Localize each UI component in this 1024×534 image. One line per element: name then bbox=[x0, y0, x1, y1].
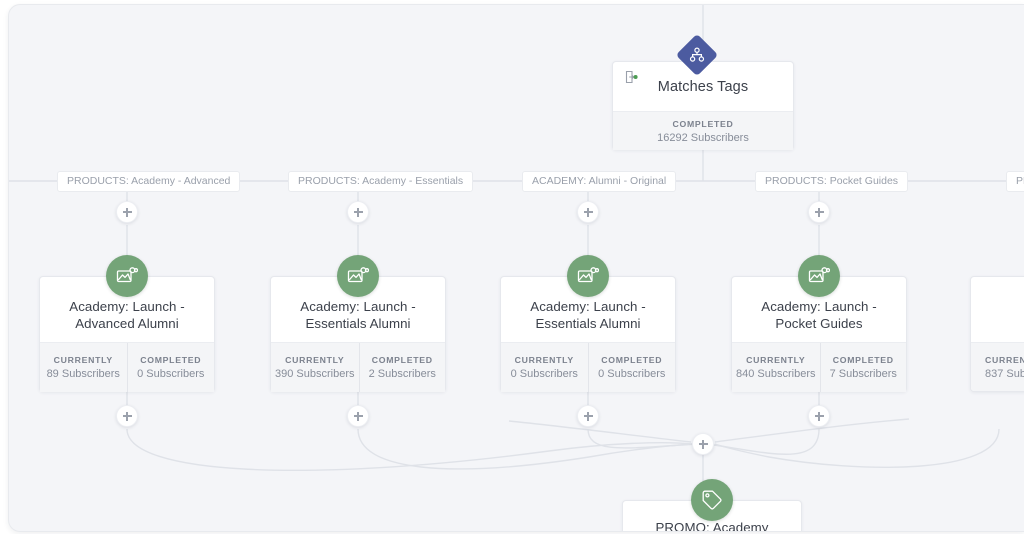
hierarchy-icon bbox=[675, 33, 719, 77]
connector-wires bbox=[9, 5, 1024, 500]
broadcast-email-icon bbox=[567, 255, 609, 297]
stat-label: COMPLETED bbox=[832, 355, 894, 365]
stat-completed: COMPLETED 0 Subscribers bbox=[587, 343, 676, 392]
add-step-button-junction[interactable] bbox=[692, 433, 714, 455]
email-card-title: Academy: Launch - Advanced Alumni bbox=[69, 298, 185, 331]
broadcast-email-icon bbox=[337, 255, 379, 297]
email-card-title: Academy: Launch - Essentials Alumni bbox=[530, 298, 646, 331]
trigger-title: Matches Tags bbox=[657, 78, 749, 95]
trigger-stats: COMPLETED 16292 Subscribers bbox=[613, 111, 793, 150]
add-step-button-after-card-1[interactable] bbox=[116, 405, 138, 427]
stat-currently: CURRENTLY 89 Subscribers bbox=[40, 343, 127, 392]
add-step-button-after-card-3[interactable] bbox=[577, 405, 599, 427]
stat-currently: CURRENTLY 840 Subscribers bbox=[732, 343, 820, 392]
stat-value: 840 Subscribers bbox=[736, 368, 816, 380]
stat-currently: CURRENTLY 0 Subscribers bbox=[501, 343, 588, 392]
branch-label-clipped[interactable]: PR bbox=[1006, 171, 1024, 192]
email-card-clipped[interactable]: Acad CURRENT 837 Subscr bbox=[970, 276, 1024, 392]
email-card-stats: CURRENTLY 89 Subscribers COMPLETED 0 Sub… bbox=[40, 342, 214, 392]
broadcast-email-icon bbox=[106, 255, 148, 297]
stat-completed: COMPLETED 7 Subscribers bbox=[819, 343, 907, 392]
stat-value: 837 Subscr bbox=[985, 368, 1024, 380]
stat-value: 89 Subscribers bbox=[46, 368, 120, 380]
stat-label: COMPLETED bbox=[672, 118, 734, 129]
promo-node-academy-launch[interactable]: PROMO: Academy Launch bbox=[622, 479, 802, 532]
stat-currently: CURRENT 837 Subscr bbox=[971, 343, 1024, 391]
promo-node-title: PROMO: Academy Launch bbox=[655, 520, 769, 532]
email-card-essentials-alumni-1[interactable]: Academy: Launch - Essentials Alumni CURR… bbox=[270, 255, 446, 392]
stat-label: CURRENT bbox=[985, 355, 1024, 365]
email-card-title: Academy: Launch - Essentials Alumni bbox=[300, 298, 416, 331]
tag-icon bbox=[691, 479, 733, 521]
automation-canvas[interactable]: Matches Tags COMPLETED 16292 Subscribers… bbox=[8, 4, 1024, 532]
add-step-button-after-card-2[interactable] bbox=[347, 405, 369, 427]
email-card-title: Academy: Launch - Pocket Guides bbox=[761, 298, 877, 331]
add-step-button-branch-3[interactable] bbox=[577, 201, 599, 223]
add-step-button-branch-2[interactable] bbox=[347, 201, 369, 223]
email-card-essentials-alumni-2[interactable]: Academy: Launch - Essentials Alumni CURR… bbox=[500, 255, 676, 392]
stat-label: CURRENTLY bbox=[514, 355, 574, 365]
branch-label-academy-alumni-original[interactable]: ACADEMY: Alumni - Original bbox=[522, 171, 677, 192]
stat-value: 7 Subscribers bbox=[829, 368, 897, 380]
document-status-icon bbox=[624, 70, 638, 84]
stat-label: COMPLETED bbox=[140, 355, 202, 365]
email-card-stats: CURRENTLY 0 Subscribers COMPLETED 0 Subs… bbox=[501, 342, 675, 392]
stat-label: CURRENTLY bbox=[285, 355, 345, 365]
stat-completed: COMPLETED 0 Subscribers bbox=[126, 343, 215, 392]
trigger-node-matches-tags[interactable]: Matches Tags COMPLETED 16292 Subscribers bbox=[612, 33, 794, 150]
stat-value: 0 Subscribers bbox=[137, 368, 205, 380]
stat-value: 0 Subscribers bbox=[510, 368, 578, 380]
email-card-advanced-alumni[interactable]: Academy: Launch - Advanced Alumni CURREN… bbox=[39, 255, 215, 392]
stat-completed: COMPLETED 2 Subscribers bbox=[358, 343, 446, 392]
stat-currently: CURRENTLY 390 Subscribers bbox=[271, 343, 359, 392]
stat-label: COMPLETED bbox=[601, 355, 663, 365]
add-step-button-branch-1[interactable] bbox=[116, 201, 138, 223]
add-step-button-after-card-4[interactable] bbox=[808, 405, 830, 427]
email-card-stats: CURRENT 837 Subscr bbox=[971, 342, 1024, 391]
stat-label: CURRENTLY bbox=[746, 355, 806, 365]
add-step-button-branch-4[interactable] bbox=[808, 201, 830, 223]
branch-label-products-academy-essentials[interactable]: PRODUCTS: Academy - Essentials bbox=[288, 171, 474, 192]
stat-value: 16292 Subscribers bbox=[657, 131, 749, 144]
broadcast-email-icon bbox=[798, 255, 840, 297]
stat-value: 2 Subscribers bbox=[368, 368, 436, 380]
email-card-pocket-guides[interactable]: Academy: Launch - Pocket Guides CURRENTL… bbox=[731, 255, 907, 392]
branch-label-products-academy-advanced[interactable]: PRODUCTS: Academy - Advanced bbox=[57, 171, 241, 192]
email-card-stats: CURRENTLY 840 Subscribers COMPLETED 7 Su… bbox=[732, 342, 906, 392]
email-card-stats: CURRENTLY 390 Subscribers COMPLETED 2 Su… bbox=[271, 342, 445, 392]
branch-label-products-pocket-guides[interactable]: PRODUCTS: Pocket Guides bbox=[755, 171, 909, 192]
stat-label: COMPLETED bbox=[371, 355, 433, 365]
stat-value: 390 Subscribers bbox=[275, 368, 355, 380]
stat-value: 0 Subscribers bbox=[598, 368, 666, 380]
stat-completed: COMPLETED 16292 Subscribers bbox=[613, 118, 793, 145]
stat-label: CURRENTLY bbox=[53, 355, 113, 365]
